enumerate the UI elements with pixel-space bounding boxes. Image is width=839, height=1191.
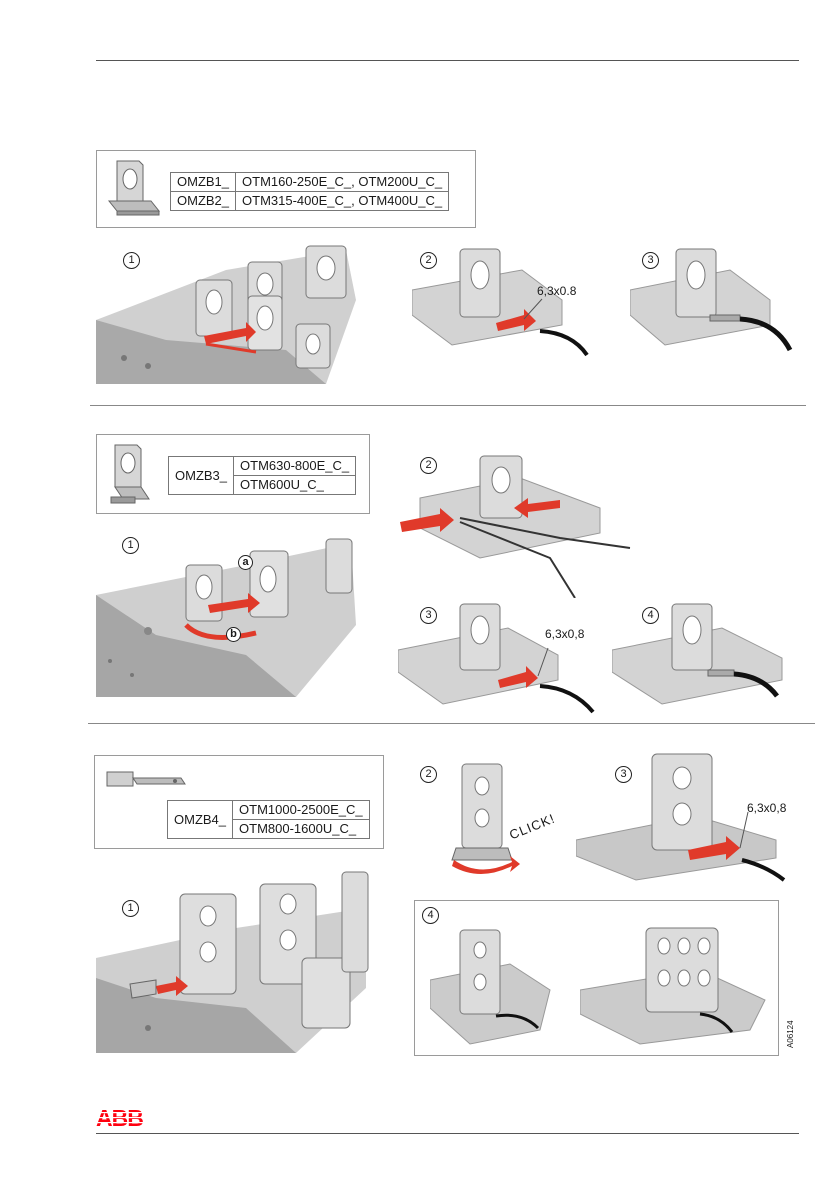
- abb-logo: ABB: [96, 1106, 148, 1128]
- section2-step2-illustration: [400, 448, 640, 598]
- section1-step1-illustration: [96, 240, 356, 384]
- part-model: OTM600U_C_: [234, 476, 356, 495]
- section2-compat-table: OMZB3_ OTM630-800E_C_ OTM600U_C_: [168, 456, 356, 495]
- section-divider-2: [88, 723, 815, 724]
- part-code: OMZB1_: [171, 173, 236, 192]
- section2-step4-illustration: [612, 600, 802, 712]
- section1-step2-illustration: [412, 245, 602, 360]
- section3-step3-illustration: [576, 750, 791, 885]
- part-model: OTM800-1600U_C_: [233, 820, 370, 839]
- flat-terminal-icon: [103, 762, 187, 796]
- section-divider-1: [90, 405, 806, 406]
- part-models: OTM160-250E_C_, OTM200U_C_: [236, 173, 449, 192]
- section1-dimension-label: 6,3x0.8: [537, 284, 576, 298]
- callout-a: a: [238, 555, 253, 570]
- section3-step1-illustration: [96, 868, 376, 1053]
- header-rule: [96, 60, 799, 61]
- section2-step3-illustration: [398, 600, 603, 715]
- table-row: OMZB2_ OTM315-400E_C_, OTM400U_C_: [171, 192, 449, 211]
- section3-compat-table: OMZB4_ OTM1000-2500E_C_ OTM800-1600U_C_: [167, 800, 370, 839]
- section2-step1-illustration: [96, 535, 356, 697]
- part-model: OTM1000-2500E_C_: [233, 801, 370, 820]
- terminal-bracket-icon: [105, 157, 163, 221]
- section3-dimension-label: 6,3x0,8: [747, 801, 786, 815]
- section3-step4-illustration-wide: [580, 920, 770, 1045]
- step-2-badge: 2: [420, 766, 437, 783]
- section1-step3-illustration: [630, 245, 800, 360]
- table-row: OMZB4_ OTM1000-2500E_C_: [168, 801, 370, 820]
- section1-compat-table: OMZB1_ OTM160-250E_C_, OTM200U_C_ OMZB2_…: [170, 172, 449, 211]
- part-code: OMZB4_: [168, 801, 233, 839]
- part-model: OTM630-800E_C_: [234, 457, 356, 476]
- part-models: OTM315-400E_C_, OTM400U_C_: [236, 192, 449, 211]
- section3-step2-illustration: [440, 760, 580, 880]
- section3-step4-illustration-narrow: [430, 920, 560, 1050]
- table-row: OMZB1_ OTM160-250E_C_, OTM200U_C_: [171, 173, 449, 192]
- figure-id: A06124: [786, 1020, 795, 1048]
- section2-dimension-label: 6,3x0,8: [545, 627, 584, 641]
- footer-rule: [96, 1133, 799, 1134]
- abb-logo-mark: ABB: [96, 1106, 148, 1128]
- terminal-bracket-icon: [105, 441, 155, 509]
- table-row: OMZB3_ OTM630-800E_C_: [169, 457, 356, 476]
- part-code: OMZB2_: [171, 192, 236, 211]
- part-code: OMZB3_: [169, 457, 234, 495]
- callout-b: b: [226, 627, 241, 642]
